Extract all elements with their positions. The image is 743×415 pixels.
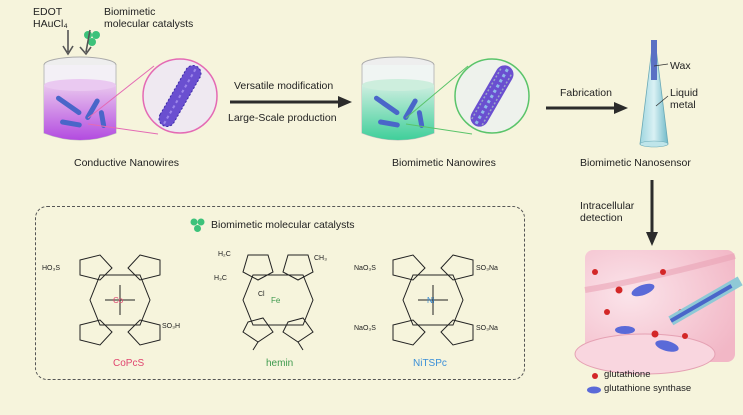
cell-illustration (574, 250, 743, 375)
pour-arrows (62, 29, 92, 56)
catalyst-box-title: Biomimetic molecular catalysts (211, 219, 355, 231)
hemin-structure: Fe Cl H₂C H₃C CH₃ (214, 251, 327, 351)
catalyst-box (35, 206, 525, 380)
nitspc-so3na-top: SO₃Na (476, 265, 498, 272)
nitspc-structure: Ni NaO₃S SO₃Na NaO₃S SO₃Na (354, 254, 498, 346)
zoom-lines-pink (87, 65, 159, 135)
arrow1-top-label: Versatile modification (234, 80, 334, 92)
caption-biomimetic: Biomimetic Nanowires (392, 157, 496, 169)
caption-sensor: Biomimetic Nanosensor (580, 157, 691, 169)
nanosensor-icon (639, 40, 669, 148)
arrow1 (230, 96, 352, 108)
legend-glutathione-icon (592, 373, 598, 379)
nitspc-naso3-top: NaO₃S (354, 265, 376, 272)
arrow2 (546, 102, 628, 114)
zoom-circle-pink (142, 58, 218, 134)
arrow3-line1: Intracellular (580, 200, 635, 212)
arrow3-line2: detection (580, 212, 623, 224)
hemin-h2c: H₂C (218, 251, 231, 258)
catalyst-label-line1: Biomimetic (104, 6, 156, 18)
label-metal: metal (670, 99, 696, 111)
legend-glutathione: glutathione (604, 369, 651, 380)
sensor-pointer-lines (653, 63, 669, 107)
label-wax: Wax (670, 60, 691, 72)
hemin-cl: Cl (258, 291, 265, 298)
legend-synthase: glutathione synthase (604, 383, 692, 394)
copcs-so3h-right: SO₃H (162, 323, 180, 330)
reagent-haucl4: HAuCl₄ (33, 18, 68, 30)
zoom-lines-green (405, 65, 473, 135)
copcs-metal: Co (113, 296, 124, 305)
nitspc-metal: Ni (427, 296, 435, 305)
label-copcs: CoPcS (113, 358, 145, 369)
catalyst-box-dots-icon (190, 218, 205, 232)
hemin-h3c: H₃C (214, 275, 227, 282)
label-nitspc: NiTSPc (413, 358, 447, 369)
zoom-circle-green (454, 58, 530, 134)
hemin-ch3: CH₃ (314, 255, 327, 262)
label-hemin: hemin (266, 358, 294, 369)
label-liquid: Liquid (670, 87, 699, 99)
beaker-pink (43, 56, 117, 141)
legend-synthase-icon (587, 386, 601, 394)
hemin-metal: Fe (271, 296, 281, 305)
arrow2-label: Fabrication (560, 87, 612, 99)
arrow1-bottom-label: Large-Scale production (228, 112, 337, 124)
copcs-structure: Co HO₃S SO₃H (42, 254, 180, 346)
arrow3 (646, 180, 658, 246)
reagent-edot: EDOT (33, 6, 63, 18)
caption-conductive: Conductive Nanowires (74, 157, 180, 169)
catalyst-label-line2: molecular catalysts (104, 18, 194, 30)
beaker-green (361, 56, 435, 141)
nitspc-naso3-bottom: NaO₃S (354, 325, 376, 332)
nitspc-so3na-bottom: SO₃Na (476, 325, 498, 332)
copcs-so3h-left: HO₃S (42, 265, 60, 272)
